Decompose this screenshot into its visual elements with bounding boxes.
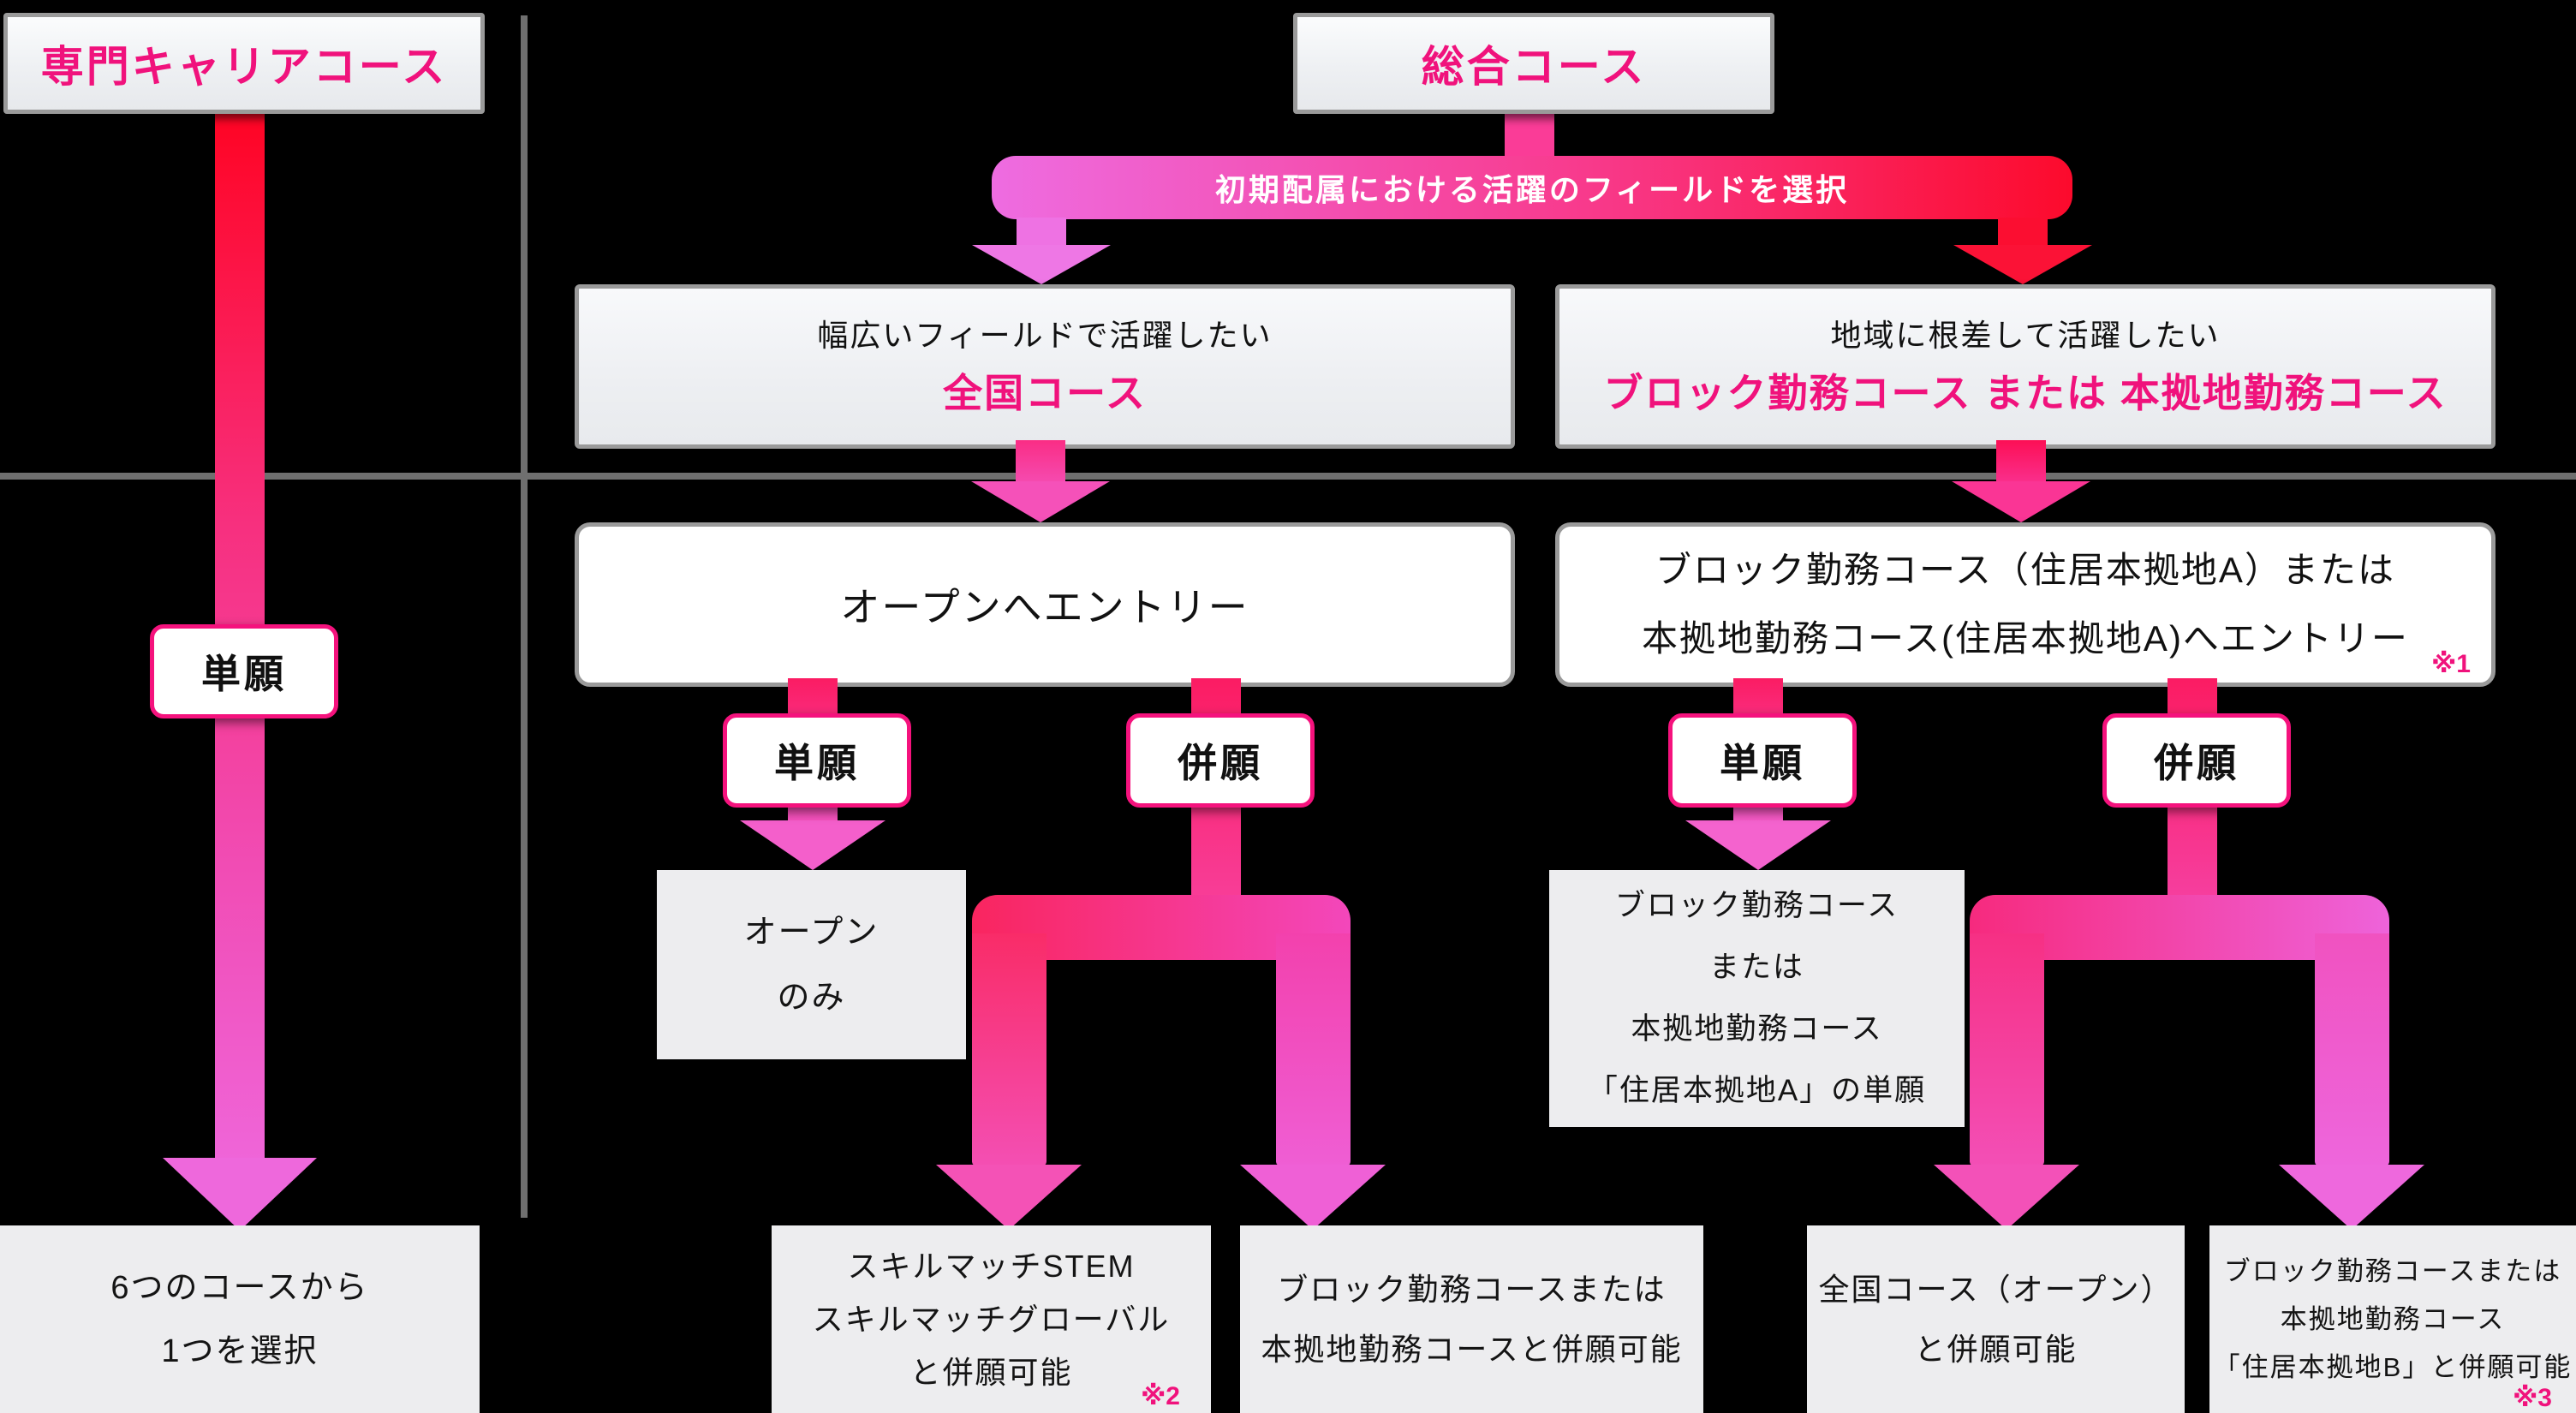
- tip-national-entry: [971, 481, 1110, 522]
- result-box-national-combo: 全国コース（オープン） と併願可能: [1807, 1225, 2185, 1413]
- national-combo-line: 全国コース（オープン）: [1818, 1271, 2174, 1307]
- t-arm-right: [1998, 218, 2048, 247]
- note-2: ※2: [1141, 1382, 1180, 1410]
- t-tip-left: [972, 245, 1111, 284]
- entry-box-regional: ブロック勤務コース（住居本拠地A）または 本拠地勤務コース(住居本拠地A)へエン…: [1555, 522, 2496, 687]
- tip-regional-tangan: [1685, 820, 1831, 870]
- result-box-skillmatch: スキルマッチSTEM スキルマッチグローバル と併願可能 ※2: [772, 1225, 1211, 1413]
- fork-national-tip-right: [1240, 1165, 1386, 1230]
- general-course-title: 総合コース: [1421, 43, 1647, 91]
- entry-box-national: オープンへエントリー: [575, 522, 1515, 687]
- t-arm-left: [1017, 218, 1066, 247]
- field-box-national: 幅広いフィールドで活躍したい 全国コース: [575, 284, 1515, 449]
- homebase-b-line: ブロック勤務コースまたは: [2223, 1255, 2562, 1286]
- specialist-result-line: 6つのコースから: [110, 1269, 369, 1306]
- t-tip-right: [1953, 245, 2092, 284]
- open-only-line: のみ: [777, 979, 846, 1016]
- specialist-arrow-head: [163, 1158, 317, 1231]
- specialist-course-title: 専門キャリアコース: [40, 43, 448, 91]
- heigan-badge-regional-label: 併願: [2154, 741, 2239, 785]
- note-3: ※3: [2513, 1384, 2552, 1412]
- tangan-badge-specialist: 単願: [150, 624, 338, 718]
- tangan-badge-regional: 単願: [1668, 713, 1857, 808]
- field-national-subtitle: 幅広いフィールドで活躍したい: [817, 318, 1273, 353]
- open-only-line: オープン: [743, 914, 880, 951]
- fork-regional-tip-left: [1934, 1165, 2079, 1230]
- regional-single-line: 「住居本拠地A」の単願: [1587, 1074, 1927, 1107]
- entry-national-text: オープンへエントリー: [840, 585, 1249, 629]
- stem-regional-entry: [1996, 440, 2046, 483]
- general-course-stem: [1505, 105, 1554, 158]
- tip-national-tangan: [740, 820, 886, 870]
- fork-regional-arm-left: [1970, 933, 2044, 1166]
- national-combo-line: と併願可能: [1914, 1331, 2078, 1367]
- result-box-regional-single: ブロック勤務コース または 本拠地勤務コース 「住居本拠地A」の単願: [1549, 870, 1965, 1127]
- homebase-b-line: 本拠地勤務コース: [2280, 1303, 2506, 1334]
- heigan-badge-national-label: 併願: [1178, 741, 1263, 785]
- skillmatch-line: と併願可能: [909, 1354, 1073, 1390]
- tangan-badge-national: 単願: [723, 713, 911, 808]
- tangan-badge-regional-label: 単願: [1720, 741, 1805, 785]
- regional-single-line: 本拠地勤務コース: [1631, 1012, 1883, 1046]
- tangan-badge-specialist-label: 単願: [201, 652, 287, 696]
- tip-regional-entry: [1952, 481, 2090, 522]
- field-box-regional: 地域に根差して活躍したい ブロック勤務コース または 本拠地勤務コース: [1555, 284, 2496, 449]
- entry-regional-line: 本拠地勤務コース(住居本拠地A)へエントリー: [1642, 618, 2409, 659]
- field-regional-subtitle: 地域に根差して活躍したい: [1830, 318, 2221, 353]
- heigan-badge-national: 併願: [1126, 713, 1315, 808]
- block-combo-line: 本拠地勤務コースと併願可能: [1261, 1331, 1683, 1367]
- specialist-result-line: 1つを選択: [161, 1333, 319, 1369]
- block-combo-line: ブロック勤務コースまたは: [1277, 1271, 1667, 1307]
- stem-national-entry: [1016, 440, 1065, 483]
- result-box-block-combo: ブロック勤務コースまたは 本拠地勤務コースと併願可能: [1240, 1225, 1703, 1413]
- fork-national-arm-right: [1276, 933, 1351, 1166]
- heigan-badge-regional: 併願: [2102, 713, 2291, 808]
- regional-single-line: ブロック勤務コース: [1614, 889, 1899, 922]
- result-box-homebase-b: ブロック勤務コースまたは 本拠地勤務コース 「住居本拠地B」と併願可能 ※3: [2209, 1225, 2576, 1413]
- entry-regional-line: ブロック勤務コース（住居本拠地A）または: [1655, 550, 2395, 590]
- homebase-b-line: 「住居本拠地B」と併願可能: [2213, 1351, 2573, 1382]
- specialist-result-box: 6つのコースから 1つを選択: [0, 1225, 480, 1413]
- note-1: ※1: [2431, 650, 2471, 678]
- divider-horizontal: [0, 473, 2576, 480]
- field-regional-course: ブロック勤務コース または 本拠地勤務コース: [1603, 371, 2448, 415]
- field-select-label: 初期配属における活躍のフィールドを選択: [1214, 172, 1850, 207]
- general-course-box: 総合コース: [1293, 13, 1774, 114]
- divider-vertical: [521, 15, 528, 1218]
- tangan-badge-national-label: 単願: [774, 741, 860, 785]
- regional-single-line: または: [1708, 951, 1804, 984]
- fork-national-tip-left: [936, 1165, 1082, 1230]
- result-box-open-only: オープン のみ: [657, 870, 966, 1059]
- fork-regional-arm-right: [2315, 933, 2389, 1166]
- specialist-course-box: 専門キャリアコース: [3, 13, 485, 114]
- fork-national-arm-left: [972, 933, 1046, 1166]
- field-select-bar: 初期配属における活躍のフィールドを選択: [992, 156, 2072, 219]
- skillmatch-line: スキルマッチSTEM: [847, 1248, 1136, 1284]
- field-national-course: 全国コース: [943, 371, 1147, 415]
- fork-regional-tip-right: [2279, 1165, 2424, 1230]
- skillmatch-line: スキルマッチグローバル: [812, 1301, 1171, 1337]
